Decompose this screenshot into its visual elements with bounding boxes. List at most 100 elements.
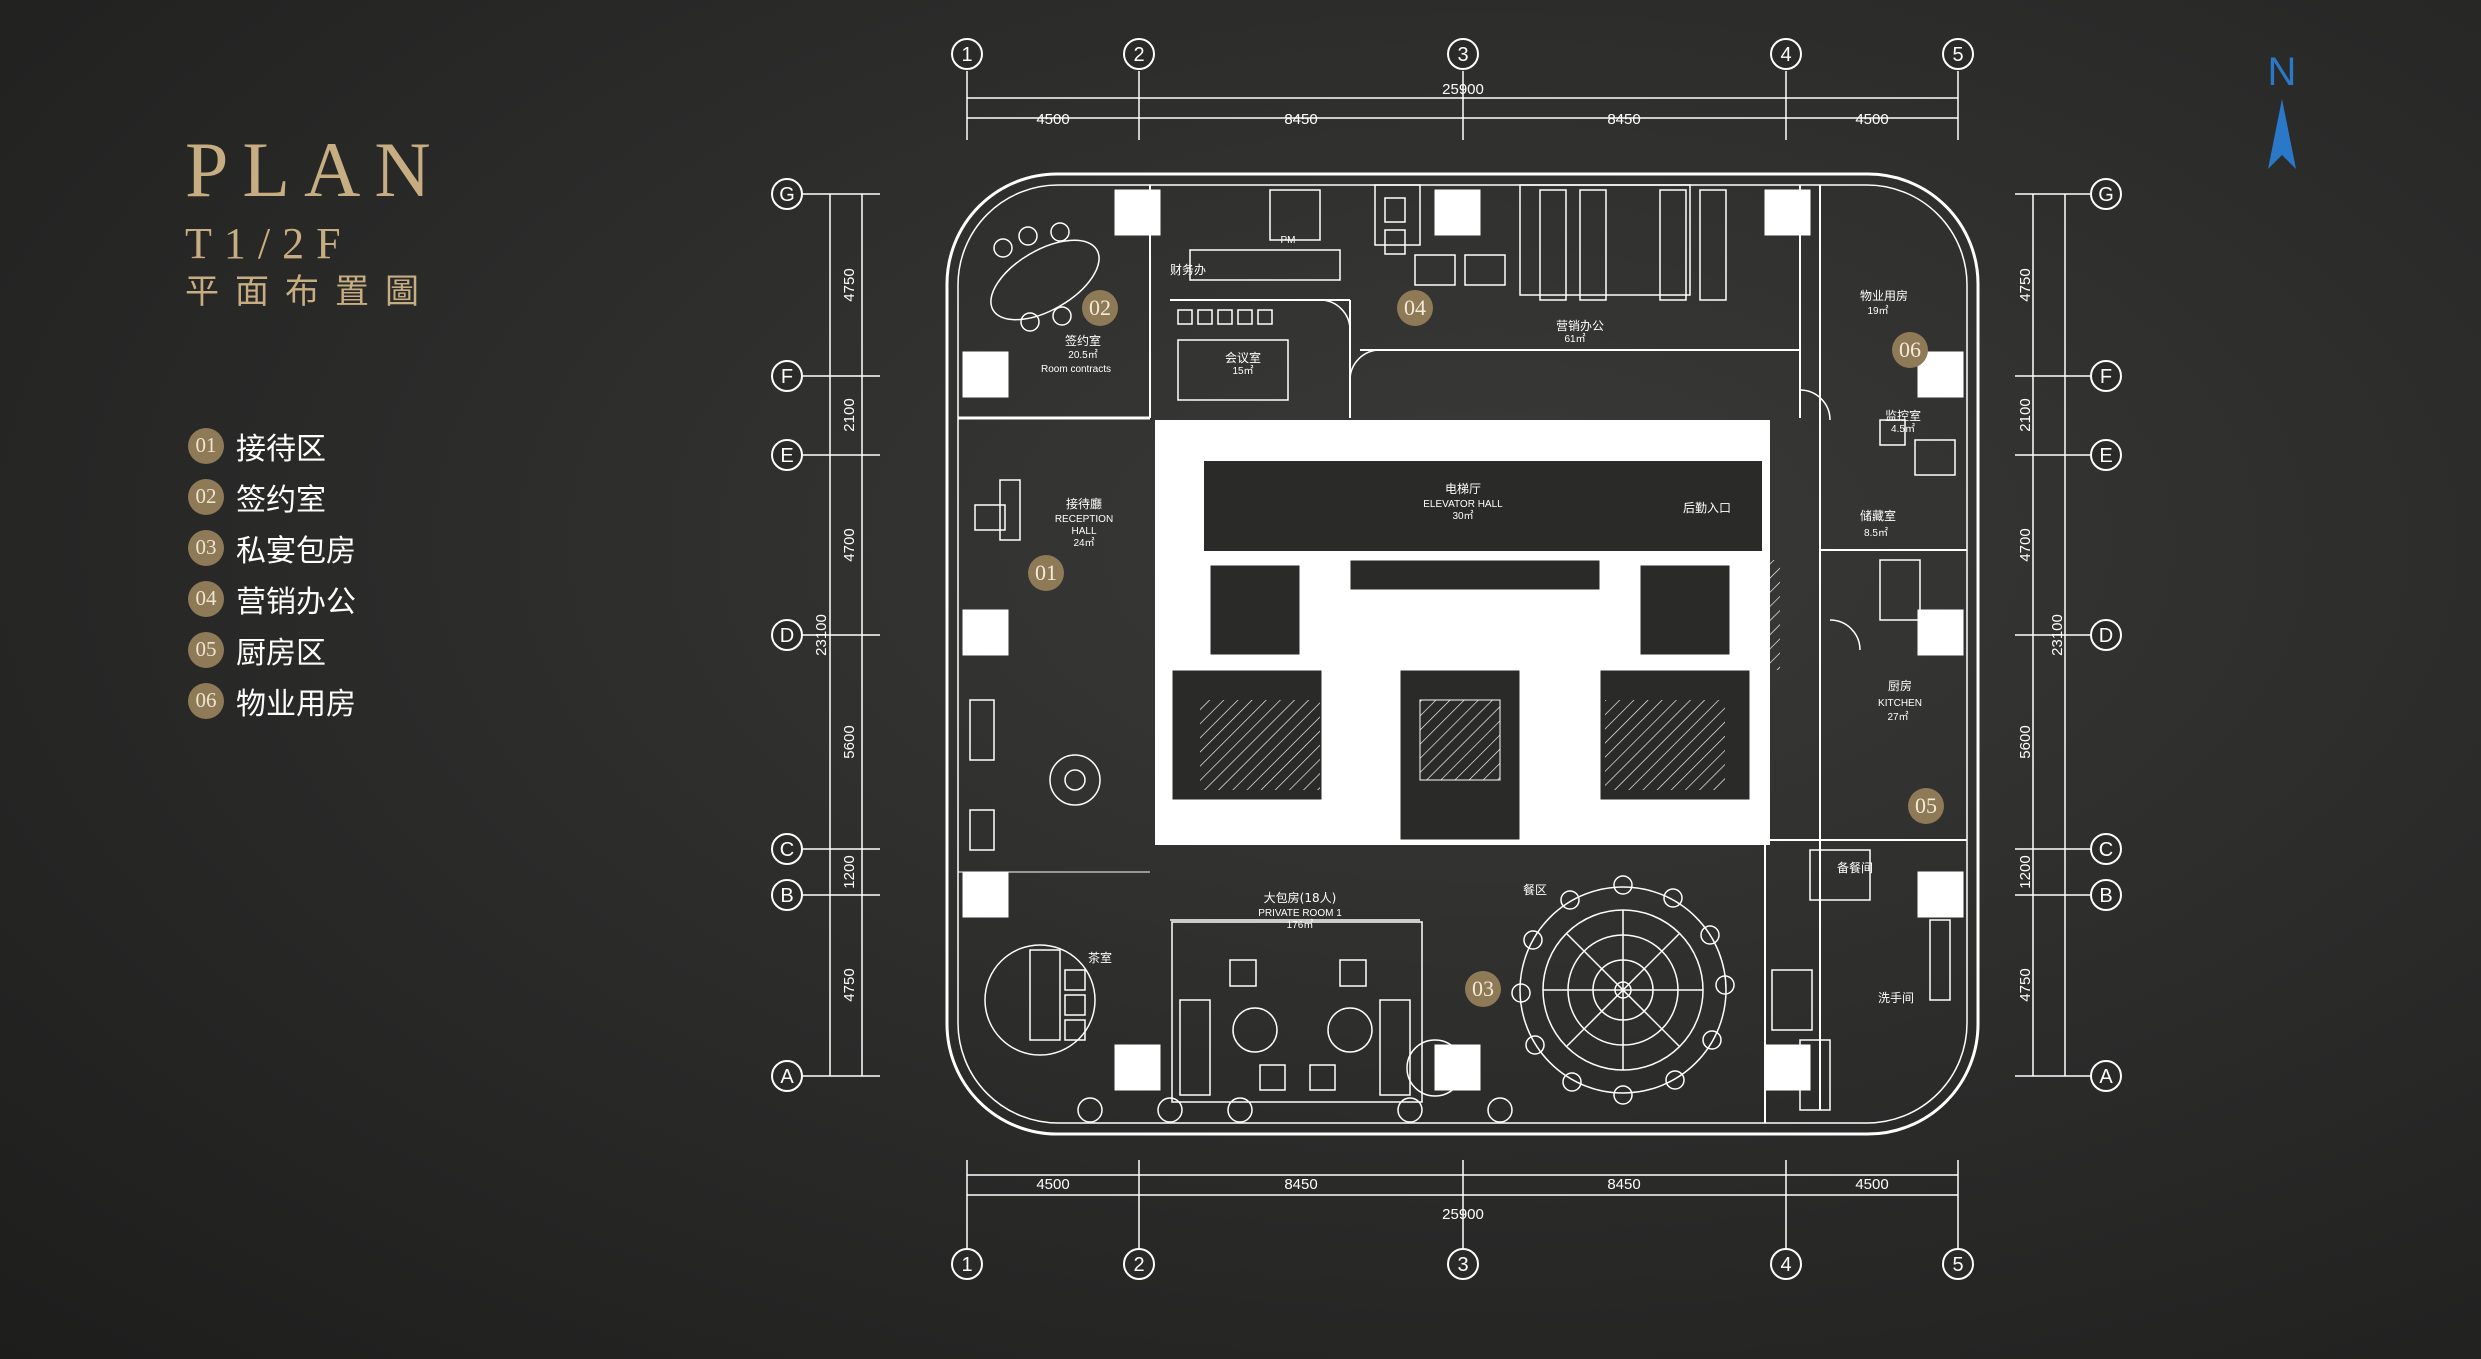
legend-label: 接待区 xyxy=(236,431,326,467)
legend-item: 04 营销办公 xyxy=(188,573,356,624)
zone-marker: 01 xyxy=(1035,560,1057,585)
dim-label: 8450 xyxy=(1607,1176,1640,1193)
room-finance-cn: 财务办 xyxy=(1170,262,1206,277)
room-back-entry-cn: 后勤入口 xyxy=(1683,501,1731,515)
room-reception-cn: 接待廳 xyxy=(1066,496,1102,511)
axis-row-label: B xyxy=(2099,885,2112,907)
axis-col-label: 3 xyxy=(1457,44,1468,66)
dimension-labels: 25900 4500 8450 8450 4500 4500 8450 8450… xyxy=(813,81,2066,1223)
dim-total-label: 23100 xyxy=(813,614,830,656)
dim-label: 5600 xyxy=(2017,725,2034,758)
legend-badge: 04 xyxy=(188,580,224,617)
room-private-cn: 大包房(18人) xyxy=(1264,890,1337,905)
zone-marker: 06 xyxy=(1899,337,1921,362)
dim-label: 4750 xyxy=(841,968,858,1001)
dim-label: 4500 xyxy=(1855,1176,1888,1193)
room-kitchen-area: 27㎡ xyxy=(1887,711,1908,723)
dim-label: 8450 xyxy=(1607,111,1640,128)
legend-item: 05 厨房区 xyxy=(188,624,356,675)
dim-label: 1200 xyxy=(2017,855,2034,888)
legend-item: 02 签约室 xyxy=(188,471,356,522)
room-tea-cn: 茶室 xyxy=(1088,950,1112,965)
plan-subtitle: 平面布置圖 xyxy=(185,272,435,312)
axis-row-label: C xyxy=(780,839,794,861)
axis-col-label: 4 xyxy=(1780,1254,1791,1276)
floor-label: T1/2F xyxy=(185,219,353,268)
room-kitchen-cn: 厨房 xyxy=(1888,678,1912,693)
building-core xyxy=(1155,420,1780,845)
legend-label: 物业用房 xyxy=(236,686,356,722)
room-meeting-cn: 会议室 xyxy=(1225,350,1261,365)
dim-label: 4700 xyxy=(2017,528,2034,561)
zone-marker-labels: 01 02 03 04 05 06 xyxy=(1035,295,1937,1001)
axis-row-label: F xyxy=(781,366,793,388)
room-contract-en: Room contracts xyxy=(1041,364,1111,375)
dim-label: 4500 xyxy=(1036,1176,1069,1193)
axis-col-label: 1 xyxy=(961,44,972,66)
room-sales-area: 61㎡ xyxy=(1564,333,1585,345)
axis-row-label: F xyxy=(2100,366,2112,388)
room-meeting-area: 15㎡ xyxy=(1232,365,1253,377)
north-label: N xyxy=(2267,50,2297,94)
dim-label: 8450 xyxy=(1284,111,1317,128)
room-elevator-area: 30㎡ xyxy=(1452,510,1473,522)
zone-marker: 05 xyxy=(1915,793,1937,818)
axis-col-label: 1 xyxy=(961,1254,972,1276)
dim-total-label: 25900 xyxy=(1442,81,1484,98)
room-sales-cn: 营销办公 xyxy=(1556,318,1604,333)
room-reception-en: RECEPTION xyxy=(1055,514,1113,525)
room-private-area: 176㎡ xyxy=(1287,919,1314,931)
legend-badge: 06 xyxy=(188,682,224,719)
legend-label: 私宴包房 xyxy=(236,533,356,569)
axis-row-label: E xyxy=(780,445,793,467)
north-compass: N xyxy=(2262,50,2302,179)
grid-axis-labels: 1 2 3 4 5 1 2 3 4 5 G F E D C B A G F E … xyxy=(779,44,2114,1276)
dim-label: 2100 xyxy=(2017,398,2034,431)
room-kitchen-en: KITCHEN xyxy=(1878,698,1922,709)
room-elevator-en: ELEVATOR HALL xyxy=(1423,499,1503,510)
legend-label: 厨房区 xyxy=(236,635,326,671)
axis-row-label: E xyxy=(2099,445,2112,467)
legend-item: 06 物业用房 xyxy=(188,675,356,726)
room-monitor-area: 4.5㎡ xyxy=(1891,423,1915,435)
dim-label: 4750 xyxy=(2017,268,2034,301)
room-prep-cn: 备餐间 xyxy=(1837,860,1873,875)
room-private-en: PRIVATE ROOM 1 xyxy=(1258,908,1342,919)
room-contract-area: 20.5㎡ xyxy=(1068,349,1097,361)
zone-markers xyxy=(1028,290,1944,1007)
room-reception-area: 24㎡ xyxy=(1073,537,1094,549)
zone-marker: 03 xyxy=(1472,976,1494,1001)
dim-label: 5600 xyxy=(841,725,858,758)
room-monitor-cn: 监控室 xyxy=(1885,408,1921,423)
dim-label: 4700 xyxy=(841,528,858,561)
axis-row-label: A xyxy=(780,1066,794,1088)
dim-label: 4750 xyxy=(841,268,858,301)
dim-label: 2100 xyxy=(841,398,858,431)
dim-total-label: 23100 xyxy=(2049,614,2066,656)
dim-label: 8450 xyxy=(1284,1176,1317,1193)
dim-total-label: 25900 xyxy=(1442,1206,1484,1223)
legend-item: 01 接待区 xyxy=(188,420,356,471)
zone-marker: 04 xyxy=(1404,295,1426,320)
legend-badge: 05 xyxy=(188,631,224,668)
dim-label: 4500 xyxy=(1855,111,1888,128)
zone-marker: 02 xyxy=(1089,295,1111,320)
room-property-cn: 物业用房 xyxy=(1860,288,1908,303)
legend-badge: 02 xyxy=(188,478,224,515)
legend-item: 03 私宴包房 xyxy=(188,522,356,573)
axis-col-label: 2 xyxy=(1133,44,1144,66)
room-contract-cn: 签约室 xyxy=(1065,333,1101,348)
furniture xyxy=(969,189,1956,1111)
axis-col-label: 3 xyxy=(1457,1254,1468,1276)
axis-col-label: 4 xyxy=(1780,44,1791,66)
dim-label: 4750 xyxy=(2017,968,2034,1001)
title-block: PLAN T1/2F 平面布置圖 xyxy=(185,128,445,314)
plan-title: PLAN xyxy=(185,126,445,213)
legend-label: 签约室 xyxy=(236,482,326,518)
room-storage-cn: 储藏室 xyxy=(1860,508,1896,523)
axis-row-label: A xyxy=(2099,1066,2113,1088)
axis-col-label: 5 xyxy=(1952,44,1963,66)
room-dining-cn: 餐区 xyxy=(1523,882,1547,897)
axis-row-label: G xyxy=(2098,184,2114,206)
